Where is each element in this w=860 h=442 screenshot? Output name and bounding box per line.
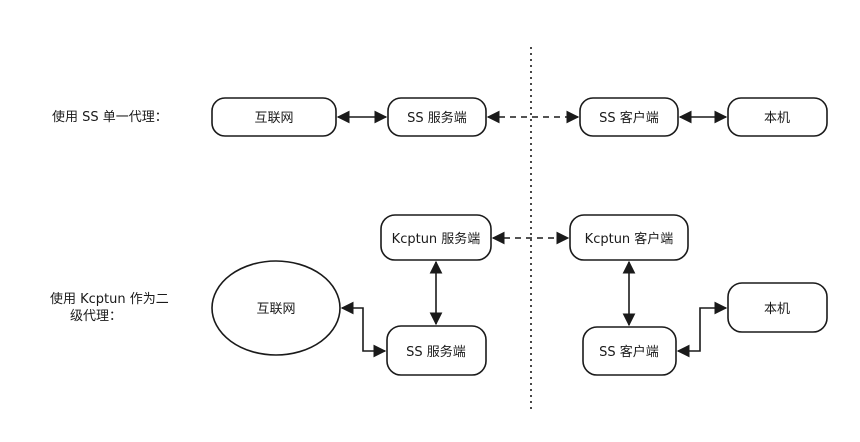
double-proxy-row-label-line1: 使用 Kcptun 作为二 (50, 291, 169, 307)
row1-local-label: 本机 (764, 111, 790, 126)
row2-internet-node: 互联网 (211, 260, 341, 356)
row1-internet-node: 互联网 (211, 97, 337, 137)
row1-ss-client-label: SS 客户端 (599, 110, 659, 126)
row2-kcptun-server-node: Kcptun 服务端 (380, 214, 492, 261)
double-proxy-row-label-line2: 级代理： (70, 309, 122, 324)
row1-ss-client-node: SS 客户端 (579, 97, 679, 137)
row2-kcptun-client-label: Kcptun 客户端 (585, 231, 674, 247)
row2-ss-server-label: SS 服务端 (406, 344, 466, 360)
row1-local-node: 本机 (727, 97, 828, 137)
row2-internet-label: 互联网 (256, 302, 295, 317)
row2-ss-client-label: SS 客户端 (599, 344, 659, 360)
row2-kcptun-client-node: Kcptun 客户端 (569, 214, 689, 261)
row2-local-label: 本机 (764, 302, 790, 317)
row1-internet-label: 互联网 (254, 111, 293, 126)
row1-ss-server-label: SS 服务端 (407, 110, 467, 126)
single-proxy-row-label: 使用 SS 单一代理： (52, 109, 168, 125)
row2-internet-ss-server-arrow (340, 301, 387, 358)
row2-local-node: 本机 (727, 282, 828, 333)
row2-ss-client-local-arrow (676, 301, 728, 358)
row2-kcptun-server-label: Kcptun 服务端 (392, 231, 481, 247)
row1-ss-server-node: SS 服务端 (387, 97, 487, 137)
row2-ss-client-node: SS 客户端 (582, 326, 677, 376)
row2-ss-server-node: SS 服务端 (386, 325, 487, 376)
